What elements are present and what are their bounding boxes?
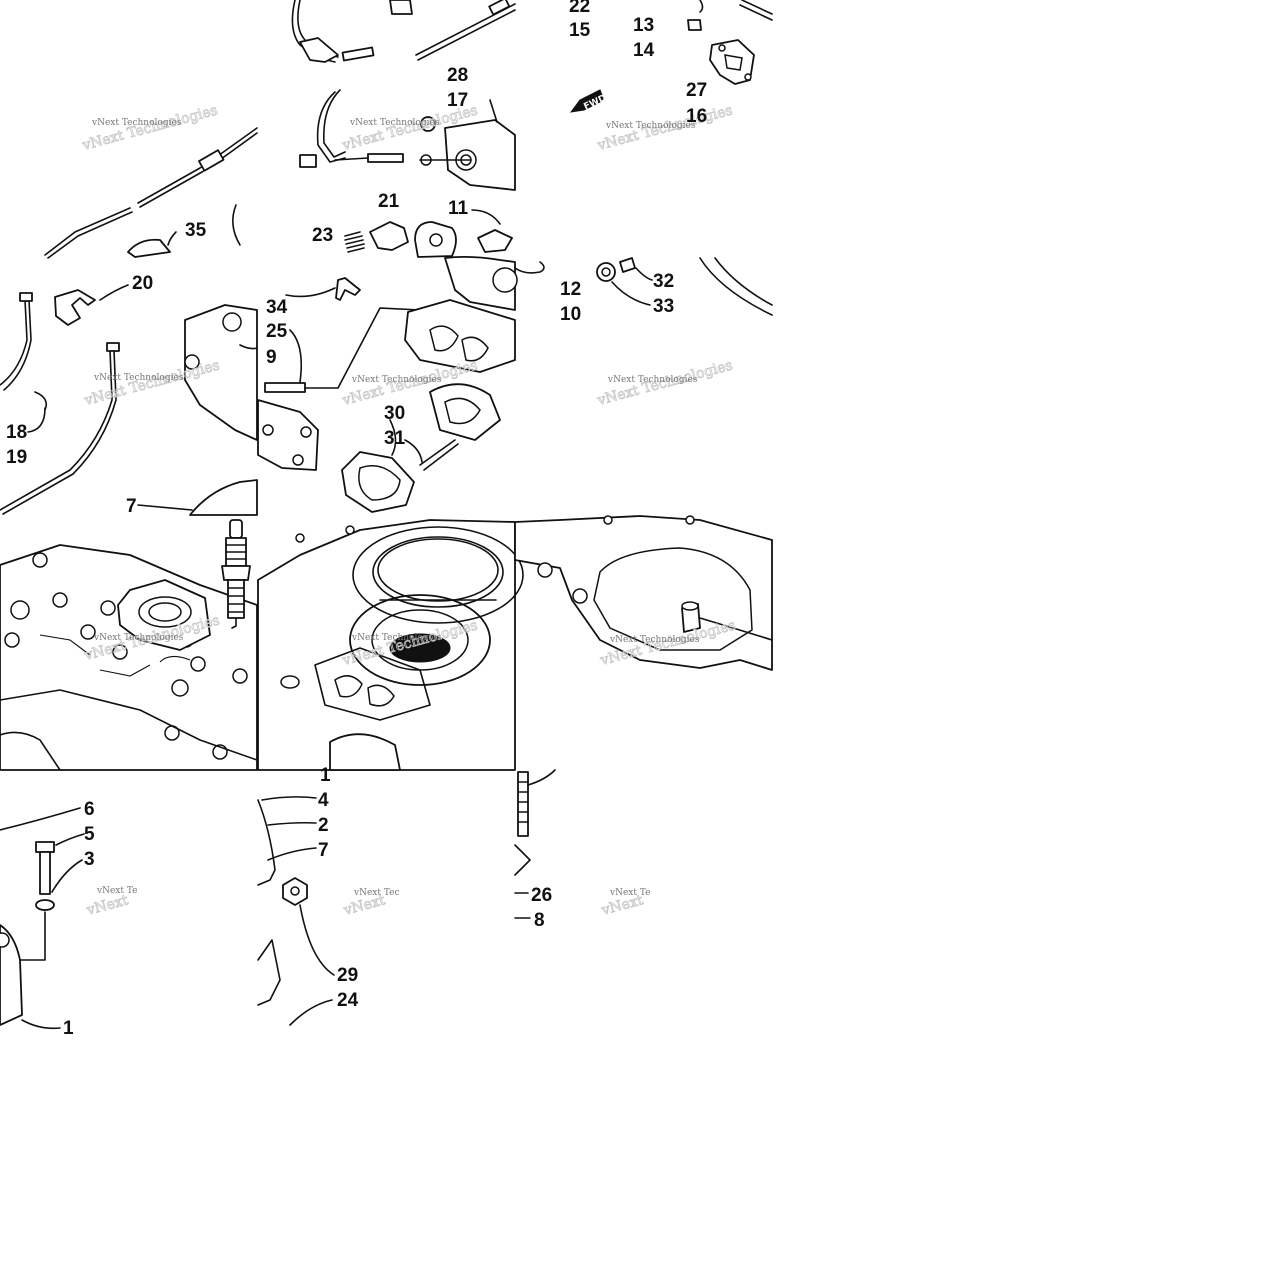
callout-1-top: 1 — [320, 765, 331, 786]
svg-text:vNext Technologies: vNext Technologies — [349, 118, 440, 128]
nut-32-33 — [514, 257, 773, 316]
svg-text:vNext Technologies: vNext Technologies — [609, 635, 700, 645]
callout-labels: 22 15 13 14 27 16 28 17 21 11 23 35 20 9… — [6, 0, 707, 1039]
svg-text:vNext Technologies: vNext Technologies — [351, 633, 442, 643]
svg-text:vNext Technologies: vNext Technologies — [80, 102, 219, 154]
callout-23: 23 — [312, 225, 333, 246]
head-gasket-7-lower — [137, 479, 258, 516]
callout-24: 24 — [337, 990, 359, 1011]
throttle-lever — [369, 209, 513, 258]
callout-7: 7 — [318, 840, 329, 861]
callout-6: 6 — [84, 799, 95, 820]
manifold-34-25 — [264, 255, 518, 441]
base-gasket — [514, 515, 773, 671]
svg-text:vNext Technologies: vNext Technologies — [607, 375, 698, 385]
svg-text:vNext Tec: vNext Tec — [353, 888, 400, 898]
callout-21: 21 — [378, 191, 400, 212]
callout-14: 14 — [633, 40, 655, 61]
cylinder-head-main — [0, 544, 258, 771]
callout-15: 15 — [569, 20, 591, 41]
o-rings — [352, 526, 524, 624]
svg-text:vNext Technologies: vNext Technologies — [93, 373, 184, 383]
svg-text:vNext Technologies: vNext Technologies — [93, 633, 184, 643]
callout-25: 25 — [266, 321, 288, 342]
callout-32: 32 — [653, 271, 674, 292]
clip-20 — [54, 284, 129, 326]
callout-26: 26 — [531, 885, 552, 906]
svg-text:vNext Technologies: vNext Technologies — [605, 121, 696, 131]
callout-2: 2 — [318, 815, 329, 836]
cable-routing-upper-center — [291, 0, 516, 191]
callout-29: 29 — [337, 965, 358, 986]
callout-30: 30 — [384, 403, 405, 424]
callout-27: 27 — [686, 80, 707, 101]
callout-5: 5 — [84, 824, 95, 845]
throttle-cable-upper-left — [44, 127, 258, 259]
callout-9: 9 — [266, 347, 277, 368]
spark-plug — [221, 519, 251, 629]
cable-18-19 — [0, 292, 120, 515]
flange-30-31 — [257, 399, 459, 513]
callout-20: 20 — [132, 273, 153, 294]
callout-18: 18 — [6, 422, 27, 443]
bolt-3-5-6 — [0, 807, 85, 1030]
callout-8: 8 — [534, 910, 545, 931]
callout-1-left: 1 — [63, 1018, 74, 1039]
callout-19: 19 — [6, 447, 27, 468]
callout-16: 16 — [686, 106, 707, 127]
callout-12: 12 — [560, 279, 581, 300]
svg-text:vNext Technologies: vNext Technologies — [351, 375, 442, 385]
callout-4: 4 — [318, 790, 329, 811]
svg-text:vNext: vNext — [84, 892, 130, 919]
callout-31: 31 — [384, 428, 406, 449]
cover-plate-16 — [687, 0, 773, 85]
stud-and-nut — [257, 769, 556, 1026]
callout-28: 28 — [447, 65, 468, 86]
svg-text:vNext Te: vNext Te — [96, 886, 137, 896]
cylinder-head-cover-9 — [184, 304, 258, 441]
cylinder-block — [257, 519, 516, 771]
callout-22: 22 — [569, 0, 590, 17]
callout-11: 11 — [448, 198, 469, 219]
callout-10: 10 — [560, 304, 581, 325]
callout-34: 34 — [266, 297, 288, 318]
callout-13: 13 — [633, 15, 654, 36]
callout-7-head: 7 — [126, 496, 137, 517]
cable-clip-35 — [127, 231, 177, 258]
watermarks: vNext Technologies vNext Technologies vN… — [79, 102, 737, 919]
fwd-arrow: FWD — [569, 89, 608, 113]
spring-22 — [344, 231, 365, 253]
callout-33: 33 — [653, 296, 674, 317]
svg-text:vNext Te: vNext Te — [609, 888, 650, 898]
callout-17: 17 — [447, 90, 468, 111]
svg-text:vNext Technologies: vNext Technologies — [91, 118, 182, 128]
callout-35: 35 — [185, 220, 207, 241]
callout-3: 3 — [84, 849, 95, 870]
